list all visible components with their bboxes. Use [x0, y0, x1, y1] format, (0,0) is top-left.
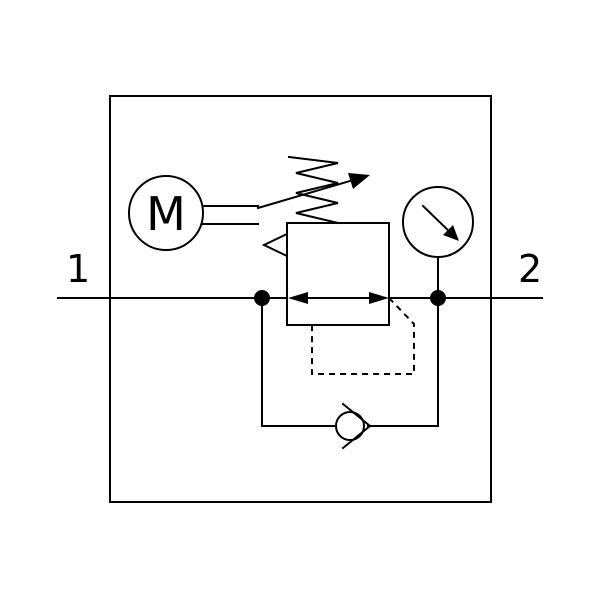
check-valve-icon: [335, 402, 372, 450]
bypass-line: [261, 297, 335, 427]
regulator-valve-body: [286, 222, 390, 326]
motor-letter: M: [146, 187, 186, 241]
valve-flow-arrow-icon: [288, 292, 389, 304]
bypass-line-return: [367, 297, 439, 427]
pilot-dashed-line: [311, 297, 415, 375]
adjustable-spring-icon: [287, 155, 340, 225]
pilot-triangle-icon: [261, 232, 288, 258]
port-label-inlet: 1: [66, 247, 90, 291]
port-label-outlet: 2: [518, 247, 542, 291]
motor-symbol: M: [128, 175, 204, 251]
pressure-gauge-icon: [402, 186, 474, 258]
adjustment-arrow-icon: [256, 173, 370, 210]
